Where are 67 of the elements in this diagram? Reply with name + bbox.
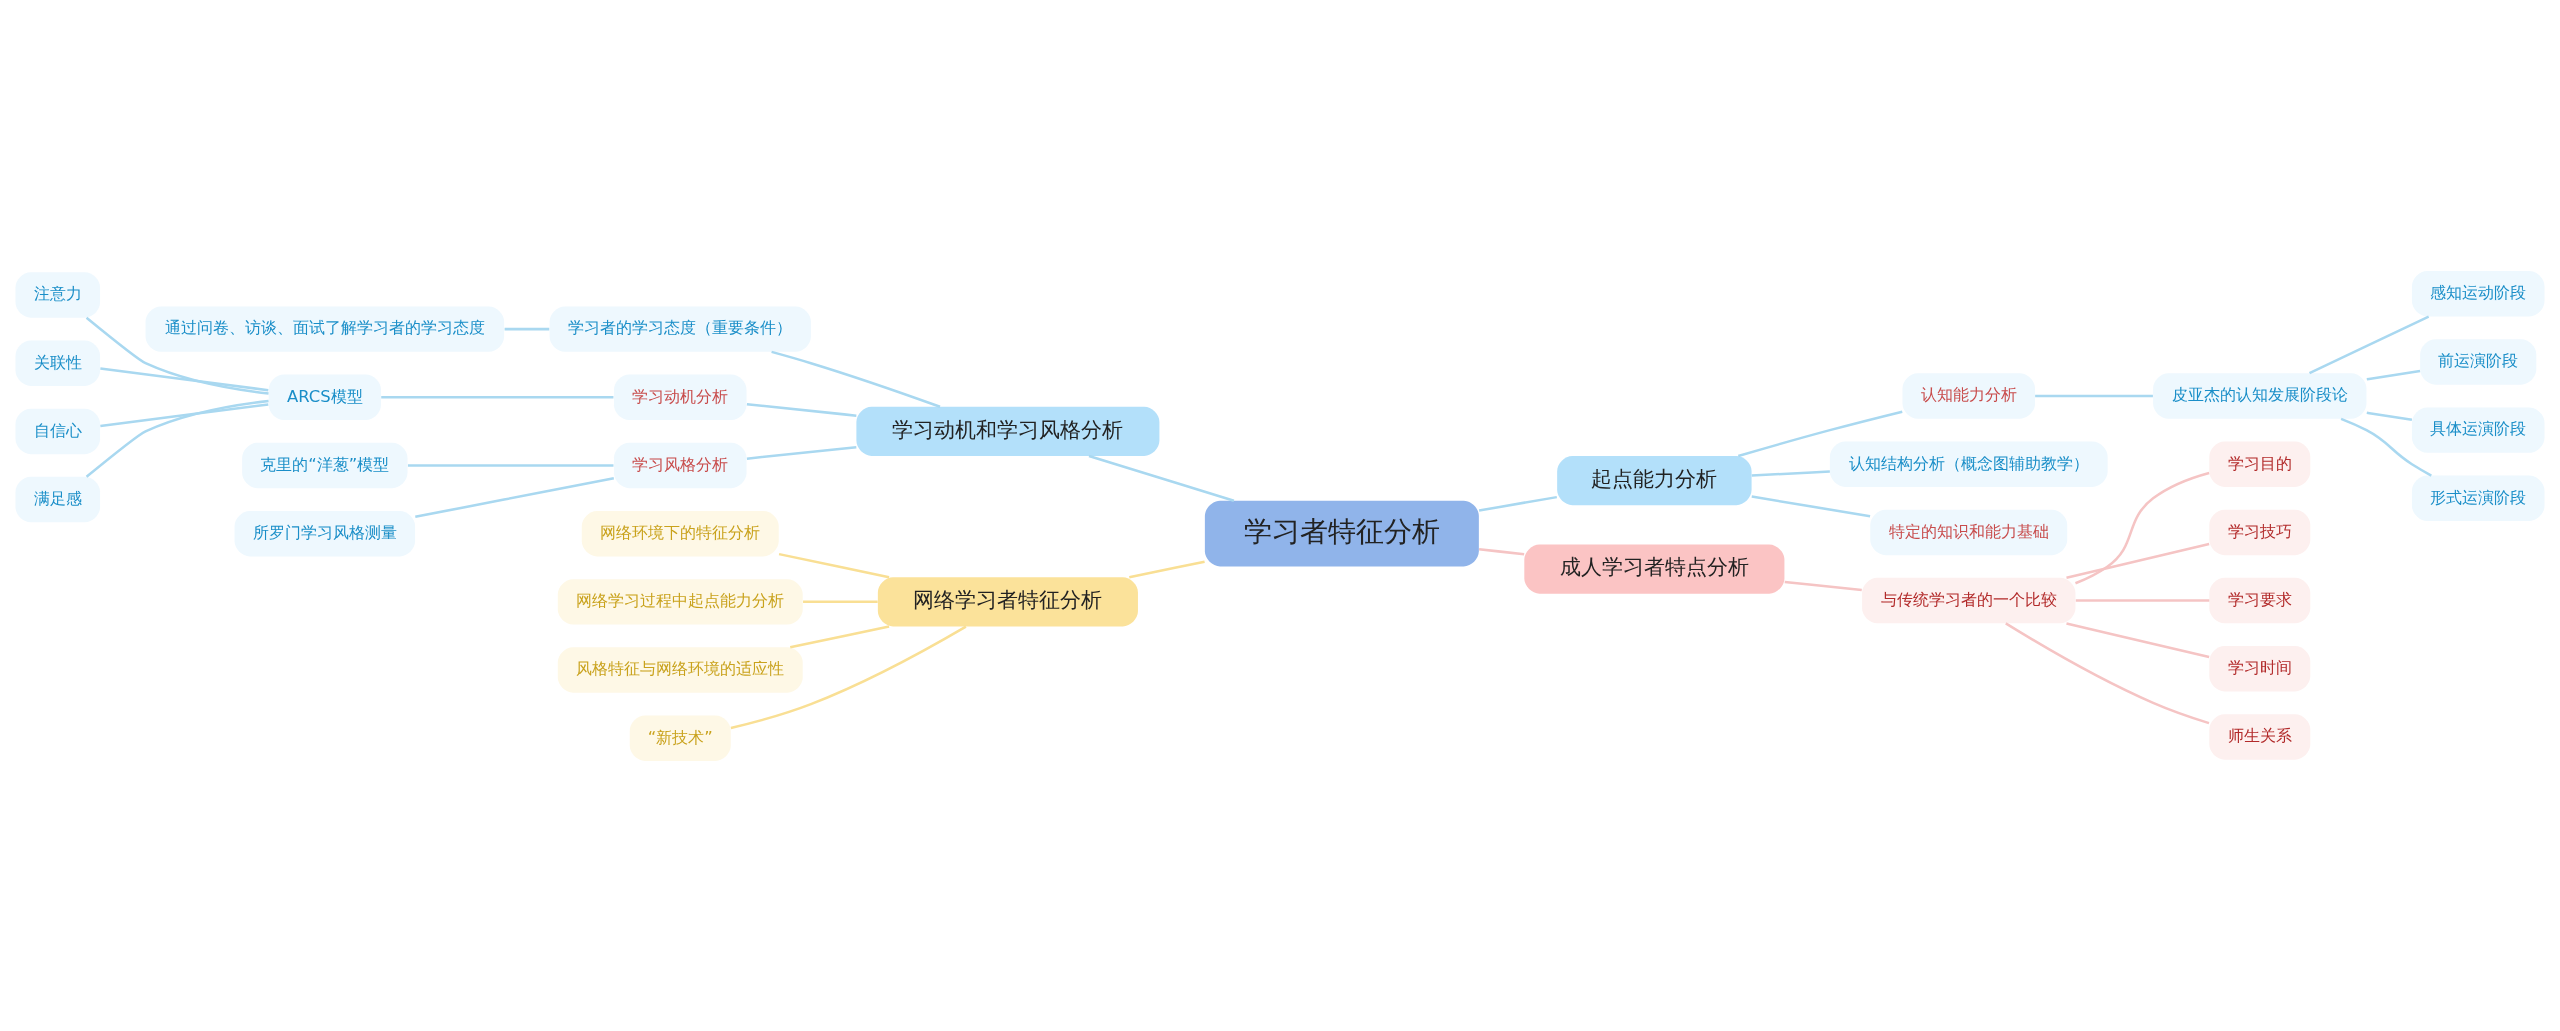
node-box: 学习动机和学习风格分析 bbox=[856, 406, 1160, 456]
node-box: 通过问卷、访谈、面试了解学习者的学习态度 bbox=[145, 305, 505, 352]
connector bbox=[789, 624, 890, 648]
node-box: 具体运演阶段 bbox=[2411, 406, 2545, 453]
connector bbox=[381, 395, 614, 399]
node-box: 与传统学习者的一个比较 bbox=[1862, 577, 2076, 623]
connector bbox=[85, 316, 269, 395]
node-box: 师生关系 bbox=[2209, 713, 2311, 760]
node-box: 网络环境下的特征分析 bbox=[581, 510, 779, 556]
node-box: 学习者的学习态度（重要条件） bbox=[549, 305, 811, 352]
node-box: 认知结构分析（概念图辅助教学） bbox=[1829, 441, 2108, 487]
connector bbox=[2308, 315, 2430, 374]
connector bbox=[85, 399, 269, 478]
node-box: 起点能力分析 bbox=[1557, 455, 1752, 505]
node-box: 所罗门学习风格测量 bbox=[234, 510, 416, 556]
connector bbox=[2340, 417, 2432, 477]
connector bbox=[1784, 580, 1862, 591]
connector bbox=[746, 402, 857, 417]
connector bbox=[730, 625, 967, 729]
connector bbox=[771, 350, 941, 408]
node-box: 学习者特征分析 bbox=[1204, 500, 1479, 566]
node-box: 风格特征与网络环境的适应性 bbox=[557, 646, 803, 693]
node-box: ARCS模型 bbox=[268, 374, 381, 420]
connector bbox=[100, 366, 269, 391]
node-box: 网络学习者特征分析 bbox=[877, 576, 1138, 626]
node-box: 学习目的 bbox=[2209, 441, 2311, 487]
connector bbox=[778, 552, 890, 578]
connector bbox=[2005, 621, 2210, 724]
connector bbox=[1737, 409, 1903, 457]
connector bbox=[504, 327, 550, 330]
connector bbox=[1478, 495, 1558, 512]
node-box: 特定的知识和能力基础 bbox=[1870, 509, 2068, 555]
connector bbox=[1751, 469, 1830, 477]
node-box: 学习技巧 bbox=[2209, 509, 2311, 555]
node-box: 学习动机分析 bbox=[613, 374, 747, 420]
connector bbox=[407, 463, 614, 467]
node-box: 感知运动阶段 bbox=[2411, 270, 2545, 316]
connector bbox=[2066, 542, 2210, 579]
connector bbox=[1751, 494, 1871, 517]
node-box: 成人学习者特点分析 bbox=[1524, 543, 1785, 594]
connector bbox=[1129, 559, 1205, 578]
connector bbox=[2075, 598, 2210, 602]
node-box: 自信心 bbox=[15, 408, 101, 454]
node-box: 学习时间 bbox=[2209, 645, 2311, 691]
connector bbox=[2075, 471, 2210, 584]
connector bbox=[415, 476, 615, 518]
connector bbox=[100, 402, 269, 427]
node-box: 网络学习过程中起点能力分析 bbox=[557, 578, 803, 625]
connector bbox=[2066, 621, 2210, 658]
node-box: 关联性 bbox=[15, 340, 101, 386]
node-box: 克里的“洋葱”模型 bbox=[242, 442, 408, 488]
node-box: 皮亚杰的认知发展阶段论 bbox=[2153, 372, 2367, 419]
connector bbox=[2366, 369, 2421, 381]
node-box: 认知能力分析 bbox=[1902, 372, 2036, 419]
node-box: 注意力 bbox=[15, 271, 101, 318]
connector bbox=[2035, 394, 2153, 397]
node-box: 前运演阶段 bbox=[2420, 338, 2537, 385]
connector bbox=[2366, 411, 2413, 421]
connector bbox=[1478, 547, 1525, 556]
connector bbox=[1088, 454, 1235, 502]
connector bbox=[803, 600, 878, 603]
node-box: “新技术” bbox=[629, 715, 731, 761]
node-box: 满足感 bbox=[15, 476, 101, 522]
connector bbox=[746, 445, 857, 460]
node-box: 形式运演阶段 bbox=[2411, 475, 2545, 521]
node-box: 学习要求 bbox=[2209, 577, 2311, 623]
node-box: 学习风格分析 bbox=[613, 442, 747, 488]
